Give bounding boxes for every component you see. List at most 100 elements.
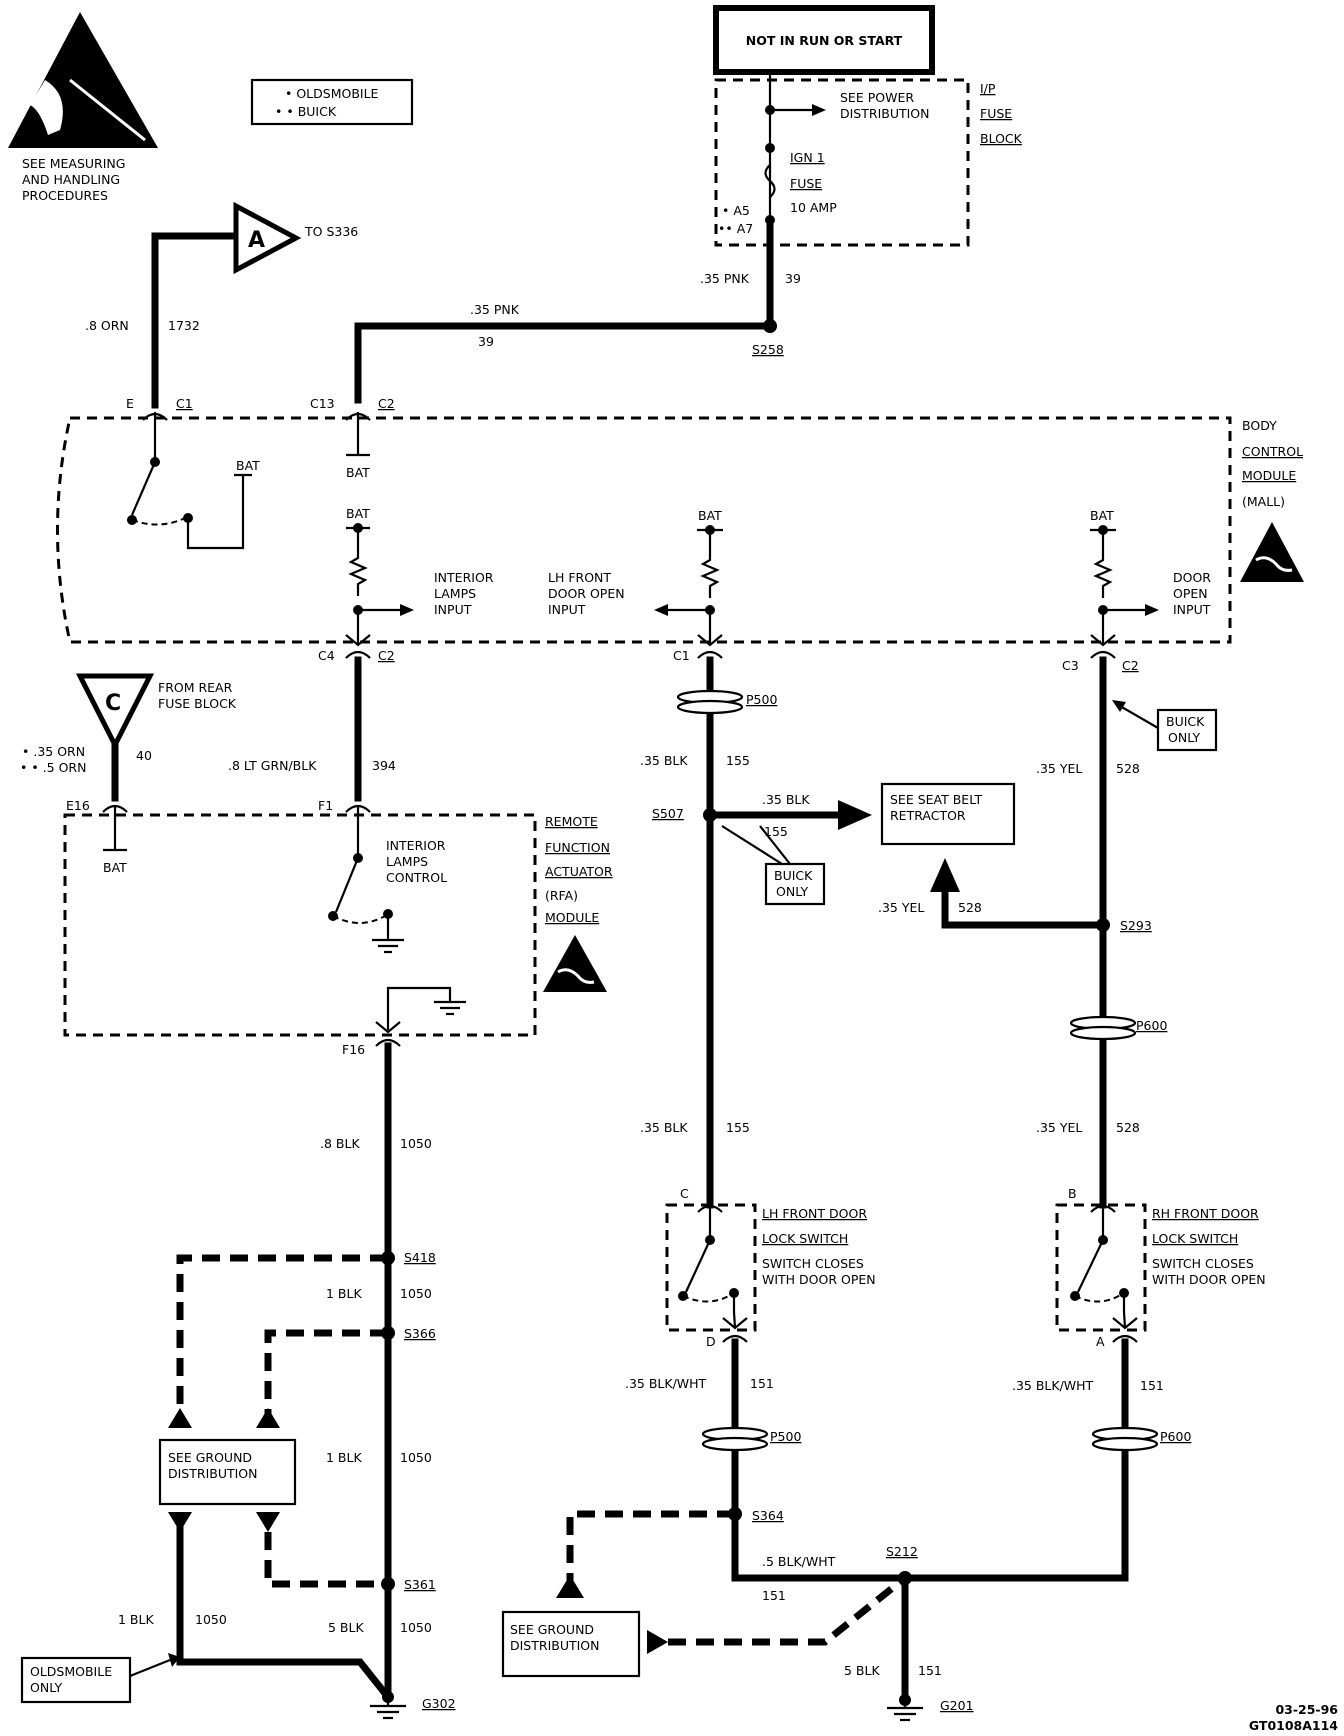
footer-date: 03-25-96 <box>1275 1702 1338 1717</box>
interior-input-1: INTERIOR <box>434 570 494 585</box>
w151a-gauge: .35 BLK/WHT <box>625 1376 707 1391</box>
p500-b-label: P500 <box>770 1429 801 1444</box>
buick-only-1-a: BUICK <box>774 868 813 883</box>
title-box <box>713 5 935 75</box>
connector-c-icon <box>75 673 155 751</box>
w1050d-gauge: 5 BLK <box>328 1620 364 1635</box>
fuse-amp: 10 AMP <box>790 200 837 215</box>
connector-a-icon <box>233 201 302 275</box>
rfa-name-4: (RFA) <box>545 888 578 903</box>
rfa-name-3: ACTUATOR <box>545 864 613 879</box>
bcm-esd-icon <box>1240 522 1304 582</box>
connector-c-letter: C <box>105 691 121 716</box>
fuse-block-name-3: BLOCK <box>980 131 1023 146</box>
w394-gauge: .8 LT GRN/BLK <box>228 758 317 773</box>
bcm-c3-pin: C3 <box>1062 658 1079 673</box>
w155a-num: 155 <box>726 753 750 768</box>
rfa-e16: E16 <box>66 798 90 813</box>
w528b-num: 528 <box>958 900 982 915</box>
w151c-gauge: .5 BLK/WHT <box>762 1554 836 1569</box>
p600-a-label: P600 <box>1136 1018 1167 1033</box>
fuse-symbol-icon <box>764 164 776 198</box>
w1050a-num: 1050 <box>400 1136 432 1151</box>
resistor-3-icon <box>1093 530 1113 598</box>
title-text: NOT IN RUN OR START <box>746 33 903 48</box>
rfa-f16: F16 <box>342 1042 365 1057</box>
interior-input-2: LAMPS <box>434 586 476 601</box>
connector-p500-a-icon <box>676 689 744 715</box>
w528b-gauge: .35 YEL <box>878 900 924 915</box>
olds-only-box <box>20 1656 132 1704</box>
esd-note-line-3: PROCEDURES <box>22 188 108 203</box>
s258-label: S258 <box>752 342 784 357</box>
w1050c-num: 1050 <box>400 1450 432 1465</box>
olds-only-2: ONLY <box>30 1680 62 1695</box>
w151b-num: 151 <box>1140 1378 1164 1393</box>
w528c-num: 528 <box>1116 1120 1140 1135</box>
w155c-num: 155 <box>764 824 788 839</box>
s293-label: S293 <box>1120 918 1152 933</box>
w528a-num: 528 <box>1116 761 1140 776</box>
fuse-block-name-1: I/P <box>980 81 996 96</box>
w151d-gauge: 5 BLK <box>844 1663 880 1678</box>
bcm-c3-conn: C2 <box>1122 658 1139 673</box>
ground-dist-2-a: SEE GROUND <box>510 1622 594 1637</box>
bcm-e-pin: E <box>126 396 134 411</box>
bcm-switch-1-icon <box>130 461 157 516</box>
from-rear-2: FUSE BLOCK <box>158 696 237 711</box>
legend-buick: • • BUICK <box>275 104 337 119</box>
w155a-gauge: .35 BLK <box>640 753 688 768</box>
w39b-gauge: .35 PNK <box>470 302 520 317</box>
ground-dist-1-a: SEE GROUND <box>168 1450 252 1465</box>
s418-label: S418 <box>404 1250 436 1265</box>
lh-input-1: LH FRONT <box>548 570 611 585</box>
buick-only-2-a: BUICK <box>1166 714 1205 729</box>
lh-pin-c: C <box>680 1186 689 1201</box>
w528a-gauge: .35 YEL <box>1036 761 1082 776</box>
lh-switch-desc-2: WITH DOOR OPEN <box>762 1272 876 1287</box>
door-input-3: INPUT <box>1173 602 1211 617</box>
rh-pin-b: B <box>1068 1186 1077 1201</box>
from-rear-1: FROM REAR <box>158 680 233 695</box>
connector-p500-b-icon <box>701 1426 769 1452</box>
lh-input-2: DOOR OPEN <box>548 586 625 601</box>
rfa-f1: F1 <box>318 798 333 813</box>
rfa-bat: BAT <box>103 860 127 875</box>
w528c-gauge: .35 YEL <box>1036 1120 1082 1135</box>
w40-gauge-1: • .35 ORN <box>22 744 85 759</box>
interior-input-3: INPUT <box>434 602 472 617</box>
esd-note-line-1: SEE MEASURING <box>22 156 125 171</box>
door-input-1: DOOR <box>1173 570 1211 585</box>
bcm-name-4: (MALL) <box>1242 494 1285 509</box>
p500-a-label: P500 <box>746 692 777 707</box>
see-power-dist-2: DISTRIBUTION <box>840 106 930 121</box>
w1732-num: 1732 <box>168 318 200 333</box>
w40-gauge-2: • • .5 ORN <box>20 760 86 775</box>
w1050e-gauge: 1 BLK <box>118 1612 154 1627</box>
rfa-name-1: REMOTE <box>545 814 598 829</box>
rh-switch-name: RH FRONT DOOR <box>1152 1206 1259 1221</box>
rh-pin-a: A <box>1096 1334 1105 1349</box>
lh-switch-desc-1: SWITCH CLOSES <box>762 1256 864 1271</box>
up-arrow-icon <box>930 858 960 892</box>
connector-p600-a-icon <box>1069 1015 1137 1041</box>
rfa-control-3: CONTROL <box>386 870 447 885</box>
pin-a5: • A5 <box>722 203 750 218</box>
seat-belt-box <box>880 782 1016 846</box>
w39-num: 39 <box>785 271 801 286</box>
w1050e-num: 1050 <box>195 1612 227 1627</box>
rfa-esd-icon <box>543 935 607 992</box>
w1732-gauge: .8 ORN <box>85 318 129 333</box>
bcm-c13-pin: C13 <box>310 396 335 411</box>
s507-label: S507 <box>652 806 684 821</box>
lh-pin-d: D <box>706 1334 716 1349</box>
w155b-gauge: .35 BLK <box>640 1120 688 1135</box>
seat-belt-2: RETRACTOR <box>890 808 966 823</box>
bcm-c1-conn: C1 <box>176 396 193 411</box>
to-s336: TO S336 <box>304 224 358 239</box>
w1050c-gauge: 1 BLK <box>326 1450 362 1465</box>
buick-only-2-b: ONLY <box>1168 730 1200 745</box>
bcm-c4-conn: C2 <box>378 648 395 663</box>
w39-gauge: .35 PNK <box>700 271 750 286</box>
